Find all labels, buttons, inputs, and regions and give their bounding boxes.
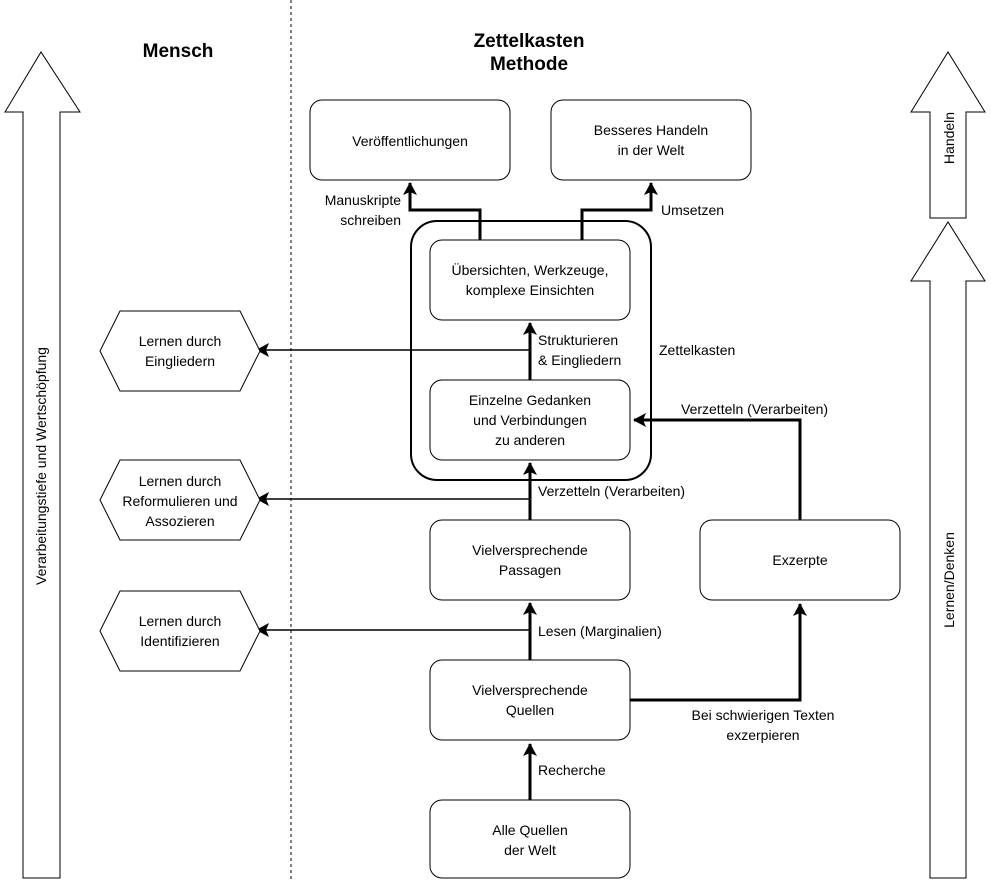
text-besseres-handeln-line: in der Welt — [618, 142, 685, 158]
label-manuskripte: Manuskripte schreiben — [325, 192, 401, 228]
label-lernen-denken: Lernen/Denken — [941, 532, 957, 628]
hex-eingliedern — [99, 310, 261, 392]
edge-exzerpieren — [630, 603, 807, 702]
text-exzerpte-line: Exzerpte — [772, 552, 827, 568]
box-einzelne-gedanken — [429, 379, 631, 461]
label-exzerpieren: Bei schwierigen Texten exzerpieren — [692, 707, 835, 743]
text-veroeffentlichungen: Veröffentlichungen — [352, 133, 468, 149]
label-exzerpieren-line: Bei schwierigen Texten — [692, 707, 835, 723]
text-passagen-line: Passagen — [499, 562, 561, 578]
label-zettelkasten: Zettelkasten — [659, 342, 735, 358]
box-uebersichten — [429, 239, 631, 321]
label-verzetteln-right: Verzetteln (Verarbeiten) — [681, 401, 828, 417]
label-recherche: Recherche — [538, 762, 606, 778]
header-zettelkasten: Zettelkasten — [474, 31, 585, 52]
text-veroeffentlichungen-line: Veröffentlichungen — [352, 133, 468, 149]
label-umsetzen-line: Umsetzen — [661, 202, 724, 218]
text-uebersichten-line: komplexe Einsichten — [466, 282, 594, 298]
label-strukturieren: Strukturieren & Eingliedern — [538, 332, 621, 368]
header-mensch: Mensch — [143, 41, 214, 62]
label-umsetzen: Umsetzen — [661, 202, 724, 218]
text-quellen-line: Vielversprechende — [472, 682, 588, 698]
text-uebersichten: Übersichten, Werkzeuge, komplexe Einsicht… — [452, 261, 609, 298]
text-passagen-line: Vielversprechende — [472, 542, 588, 558]
label-verzetteln-mid: Verzetteln (Verarbeiten) — [538, 483, 685, 499]
label-exzerpieren-line: exzerpieren — [726, 727, 799, 743]
text-uebersichten-line: Übersichten, Werkzeuge, — [452, 261, 609, 278]
box-exzerpte — [699, 519, 901, 601]
text-identifizieren-line: Lernen durch — [139, 613, 222, 629]
label-lesen-line: Lesen (Marginalien) — [538, 623, 662, 639]
box-passagen — [429, 519, 631, 601]
text-identifizieren-line: Identifizieren — [140, 633, 219, 649]
label-strukturieren-line: & Eingliedern — [538, 352, 621, 368]
text-exzerpte: Exzerpte — [772, 552, 827, 568]
box-veroeffentlichungen — [309, 99, 511, 181]
right-lernen-arrow — [910, 221, 986, 879]
label-verzetteln-right-line: Verzetteln (Verarbeiten) — [681, 401, 828, 417]
box-alle-quellen — [429, 799, 631, 879]
text-reformulieren-line: Assozieren — [145, 513, 214, 529]
right-handeln-arrow — [910, 51, 986, 219]
edge-umsetzen — [580, 182, 658, 240]
text-besseres-handeln-line: Besseres Handeln — [594, 122, 708, 138]
text-alle-quellen: Alle Quellen der Welt — [492, 822, 568, 858]
label-verzetteln-mid-line: Verzetteln (Verarbeiten) — [538, 483, 685, 499]
label-strukturieren-line: Strukturieren — [538, 332, 618, 348]
text-quellen-line: Quellen — [506, 702, 554, 718]
left-progress-arrow — [4, 51, 81, 879]
box-besseres-handeln — [550, 99, 752, 181]
text-einzelne-gedanken-line: und Verbindungen — [473, 412, 587, 428]
text-eingliedern-line: Lernen durch — [139, 333, 222, 349]
text-einzelne-gedanken-line: Einzelne Gedanken — [469, 392, 591, 408]
text-einzelne-gedanken: Einzelne Gedanken und Verbindungen zu ande… — [469, 392, 591, 448]
header-methode: Methode — [490, 54, 568, 75]
text-reformulieren-line: Lernen durch — [139, 473, 222, 489]
label-recherche-line: Recherche — [538, 762, 606, 778]
label-manuskripte-line: Manuskripte — [325, 192, 401, 208]
text-einzelne-gedanken-line: zu anderen — [495, 432, 565, 448]
text-reformulieren-line: Reformulieren und — [122, 493, 237, 509]
label-manuskripte-line: schreiben — [340, 212, 401, 228]
text-besseres-handeln: Besseres Handeln in der Welt — [594, 122, 708, 158]
text-eingliedern-line: Eingliedern — [145, 353, 215, 369]
text-alle-quellen-line: der Welt — [504, 842, 556, 858]
box-quellen — [429, 659, 631, 741]
text-alle-quellen-line: Alle Quellen — [492, 822, 568, 838]
label-lesen: Lesen (Marginalien) — [538, 623, 662, 639]
edge-verzetteln-right — [633, 413, 802, 520]
label-verarbeitungstiefe: Verarbeitungstiefe und Wertschöpfung — [33, 347, 49, 585]
edge-manuskripte — [403, 182, 482, 240]
label-handeln: Handeln — [941, 112, 957, 164]
hex-identifizieren — [99, 590, 261, 672]
hex-reformulieren — [99, 459, 261, 541]
